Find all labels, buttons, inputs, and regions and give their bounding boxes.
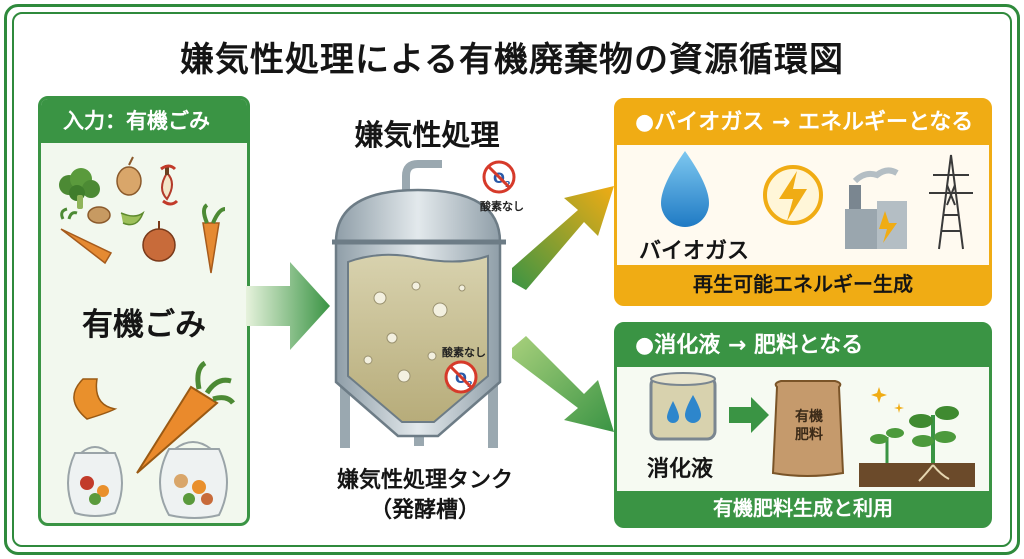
input-to-tank-arrow — [246, 262, 330, 350]
input-panel: 入力：有機ごみ — [38, 96, 250, 526]
fertilizer-illustration — [649, 372, 975, 487]
tank-leg-right — [488, 360, 498, 448]
tank-to-biogas-arrow — [512, 186, 614, 290]
tank-to-fertilizer-arrow — [512, 336, 614, 432]
no-oxygen-label-top: 酸素なし — [480, 200, 524, 213]
no-oxygen-label-inner: 酸素なし — [442, 346, 486, 359]
diagram-title: 嫌気性処理による有機廃棄物の資源循環図 — [180, 40, 844, 80]
digestate-tank-icon — [649, 372, 717, 441]
fertilizer-bag-icon — [771, 380, 845, 477]
waste-bag-left-icon — [67, 446, 123, 517]
power-tower-icon — [929, 154, 973, 250]
power-plant-icon — [845, 167, 907, 249]
peel-icon — [120, 210, 145, 226]
biogas-panel: ●バイオガス → エネルギーとなる バイオガス 再生可能エネルギ — [614, 98, 992, 306]
right-arrow-icon — [729, 397, 769, 433]
fertilizer-panel: ●消化液 → 肥料となる — [614, 322, 992, 528]
outer-frame — [4, 4, 1020, 555]
tank-leg-left — [340, 360, 350, 448]
onion-icon — [142, 221, 176, 262]
input-panel-header: 入力：有機ごみ — [41, 99, 247, 143]
garlic-icon — [116, 156, 142, 196]
fertilizer-header: ●消化液 → 肥料となる — [635, 333, 864, 358]
biogas-drop-icon — [661, 151, 709, 227]
carrot-icon — [202, 203, 226, 274]
tank-sublabel: （発酵槽） — [369, 498, 480, 523]
biogas-item-label: バイオガス — [639, 239, 750, 264]
process-title: 嫌気性処理 — [354, 118, 500, 152]
broccoli-icon — [59, 168, 100, 209]
orange-peel-icon — [73, 378, 118, 420]
no-oxygen-icon-inner: O 2 — [444, 360, 478, 394]
carrot-top-icon — [60, 207, 113, 265]
apple-core-icon — [160, 164, 179, 206]
biogas-footer: 再生可能エネルギー生成 — [693, 272, 913, 296]
digestate-item-label: 消化液 — [647, 457, 714, 482]
potato-icon — [87, 206, 111, 224]
organic-waste-label: 有機ごみ — [82, 307, 206, 343]
fermentation-tank — [332, 160, 506, 448]
fertilizer-footer: 有機肥料生成と利用 — [713, 496, 893, 520]
fertilizer-bag-label-2: 肥料 — [795, 427, 823, 443]
waste-bag-right-icon — [159, 441, 228, 519]
large-carrot-icon — [136, 360, 235, 474]
fertilizer-body: 有機 肥料 消化液 — [617, 367, 989, 491]
no-oxygen-icon-top: O 2 — [482, 160, 516, 194]
fertilizer-bag-label-1: 有機 — [795, 409, 823, 425]
tank-label: 嫌気性処理タンク — [336, 468, 513, 493]
inner-frame — [12, 12, 1012, 547]
sprout-icon — [859, 387, 975, 487]
lightning-icon — [763, 165, 823, 225]
biogas-illustration — [661, 151, 973, 250]
biogas-header: ●バイオガス → エネルギーとなる — [635, 110, 974, 135]
biogas-body: バイオガス — [617, 145, 989, 265]
organic-waste-illustration — [59, 156, 235, 519]
